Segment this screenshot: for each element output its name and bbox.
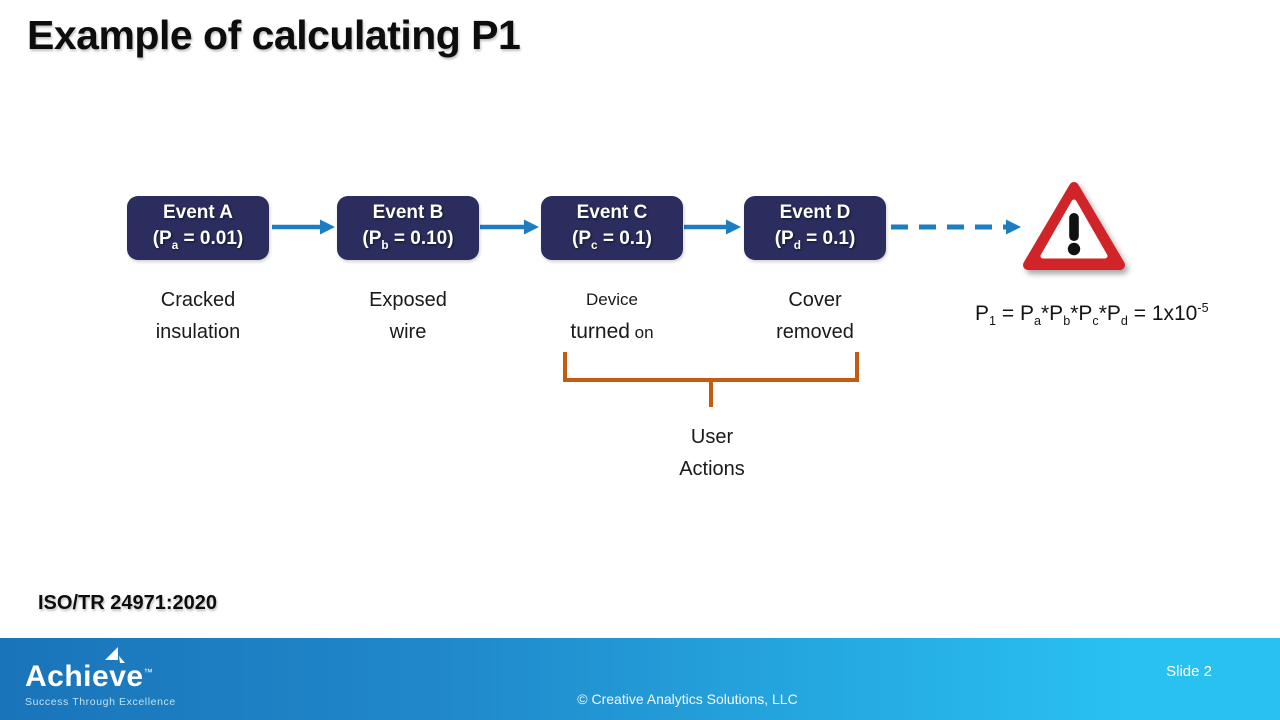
prob-sub: c [591,238,598,252]
event-name: Event A [162,201,234,223]
formula-part: P [975,302,990,325]
prob-pre: (P [774,227,794,249]
event-box-a: Event A (Pa = 0.01) [127,196,269,260]
formula-part: *P [1041,302,1064,325]
prob-post: = 0.01) [178,227,244,249]
formula-sub: d [1120,314,1128,329]
achieve-logo: Achieve™ Success Through Excellence [25,647,176,708]
event-label-a: Cracked insulation [110,284,286,348]
prob-sub: d [793,238,801,252]
user-actions-label: User Actions [632,421,792,485]
formula-sub: 1 [989,314,997,329]
label-line: Device [586,290,638,309]
label-word: turned [570,320,630,343]
warning-triangle-icon [1023,182,1125,270]
prob-post: = 0.10) [388,227,454,249]
label-line: Cover [788,289,842,311]
formula-sub: c [1092,314,1099,329]
label-line: Exposed [369,289,447,311]
formula-sub: a [1033,314,1041,329]
label-line: turned on [524,316,700,349]
achieve-sail-icon [105,647,125,663]
logo-wordmark: Achieve™ [25,656,176,693]
p1-formula: P1 = Pa*Pb*Pc*Pd = 1x10-5 [975,301,1209,328]
event-box-b: Event B (Pb = 0.10) [337,196,479,260]
prob-pre: (P [362,227,382,249]
copyright-text: © Creative Analytics Solutions, LLC [577,691,798,707]
prob-pre: (P [572,227,592,249]
prob-sub: b [381,238,389,252]
trademark-symbol: ™ [143,667,154,677]
formula-part: *P [1098,302,1121,325]
formula-sup: -5 [1197,301,1209,315]
label-line: User [690,426,734,448]
user-actions-bracket [563,352,859,407]
flow-connectors [272,219,1021,407]
prob-post: = 0.1) [597,227,652,249]
iso-reference: ISO/TR 24971:2020 [38,592,217,614]
prob-post: = 0.1) [800,227,856,249]
label-line: insulation [155,321,241,343]
event-label-c: Device turned on [524,284,700,349]
event-probability: (Pb = 0.10) [337,226,479,258]
label-line: wire [389,321,427,343]
label-line: Actions [679,458,745,480]
event-box-c: Event C (Pc = 0.1) [541,196,683,260]
label-line: Cracked [160,289,236,311]
page-title: Example of calculating P1 [27,12,521,58]
label-line: removed [776,321,854,343]
prob-pre: (P [152,227,172,249]
event-probability: (Pa = 0.01) [127,226,269,258]
event-label-d: Cover removed [727,284,903,348]
event-label-b: Exposed wire [320,284,496,348]
formula-part: *P [1070,302,1093,325]
formula-sub: b [1063,314,1071,329]
slide-number: Slide 2 [1166,663,1212,680]
label-word: on [629,323,654,342]
event-probability: (Pc = 0.1) [541,226,683,258]
event-name: Event B [372,201,444,223]
formula-part: = P [996,302,1034,325]
prob-sub: a [171,238,179,252]
event-name: Event D [779,201,851,223]
formula-part: = 1x10 [1127,302,1198,325]
logo-tagline: Success Through Excellence [25,696,176,708]
event-name: Event C [576,201,648,223]
event-box-d: Event D (Pd = 0.1) [744,196,886,260]
event-probability: (Pd = 0.1) [744,226,886,258]
footer-bar: Achieve™ Success Through Excellence Slid… [0,638,1280,720]
logo-text: Achieve [25,660,144,693]
